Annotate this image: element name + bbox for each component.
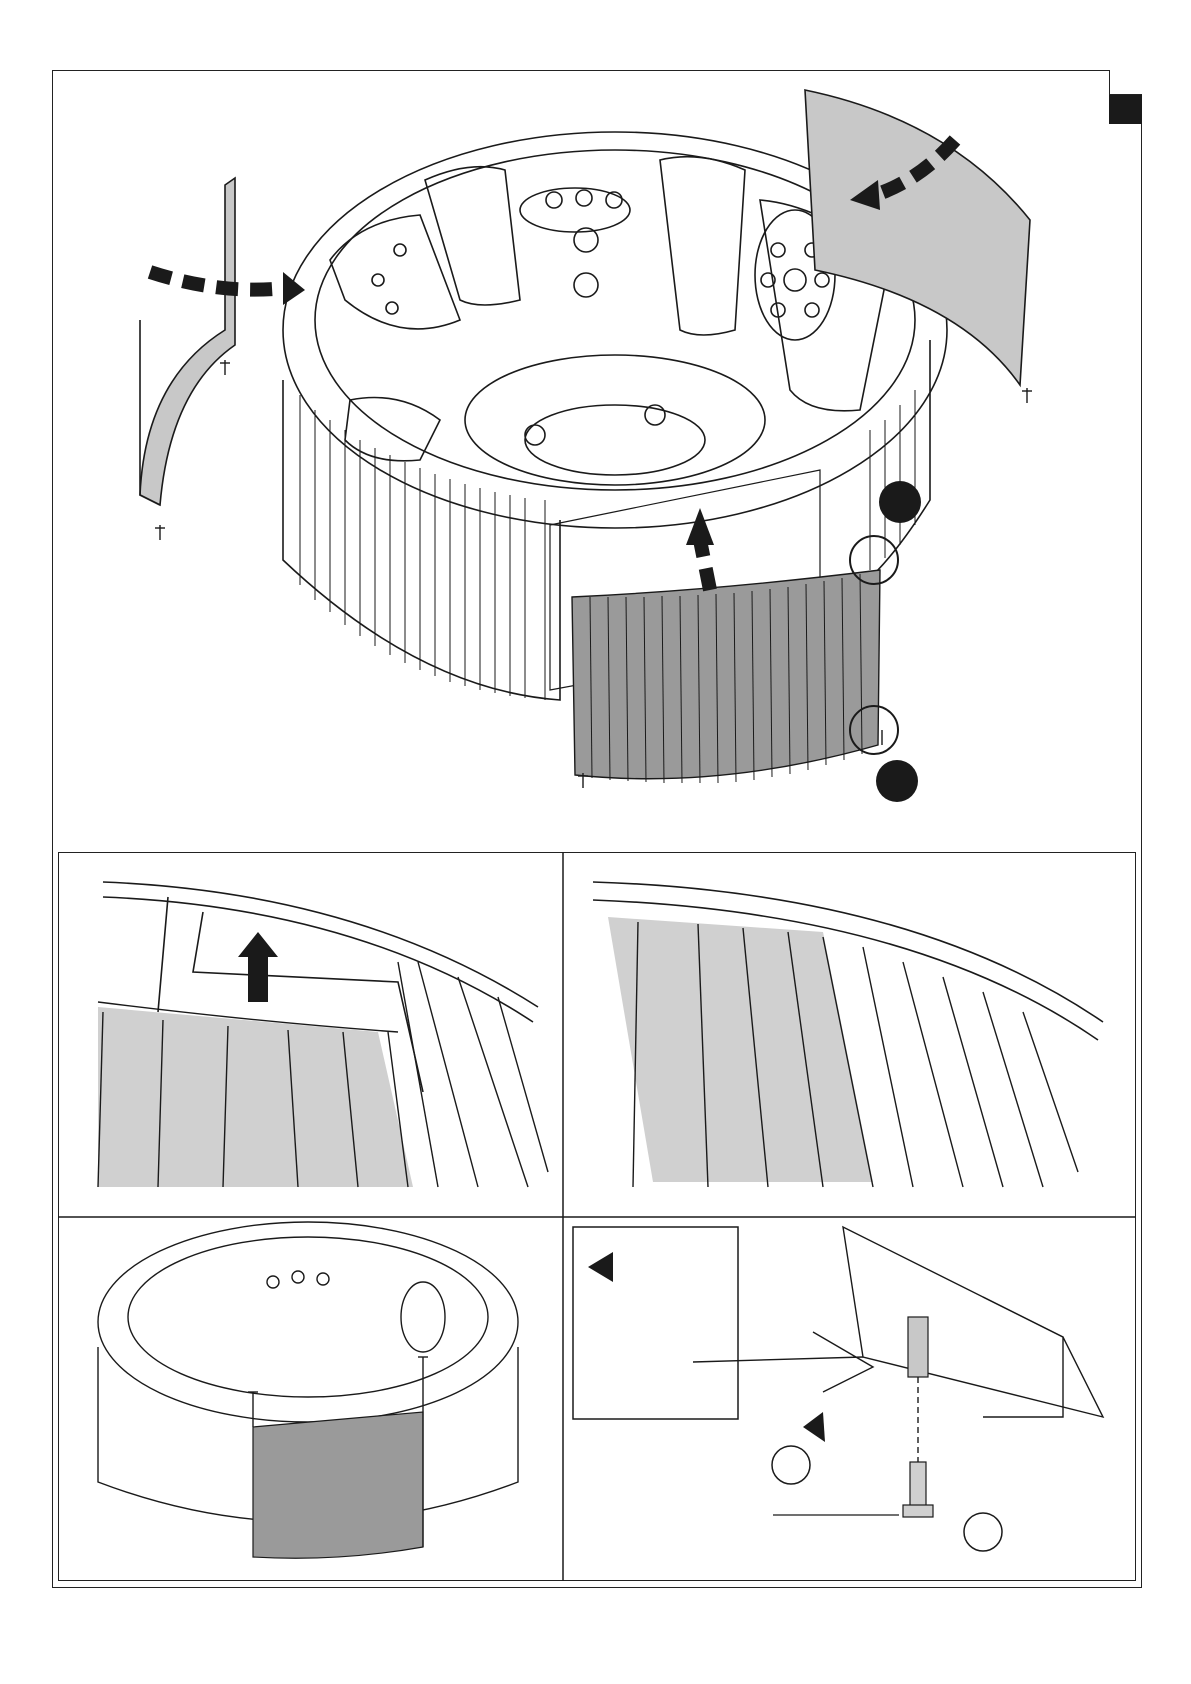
bolt-icon xyxy=(903,1462,933,1517)
detail-panel-d xyxy=(563,1217,1136,1581)
step-circle-1 xyxy=(772,1446,810,1484)
arrow-down-left-icon xyxy=(803,1412,825,1442)
step-circle-2 xyxy=(964,1513,1002,1551)
detail-panel-c xyxy=(58,1217,563,1581)
arrow-left-icon xyxy=(588,1252,613,1282)
detail-panel-b xyxy=(563,852,1136,1217)
standoff-post xyxy=(908,1317,928,1377)
detail-panel-a xyxy=(58,852,563,1217)
arrow-up-icon xyxy=(238,932,278,1002)
